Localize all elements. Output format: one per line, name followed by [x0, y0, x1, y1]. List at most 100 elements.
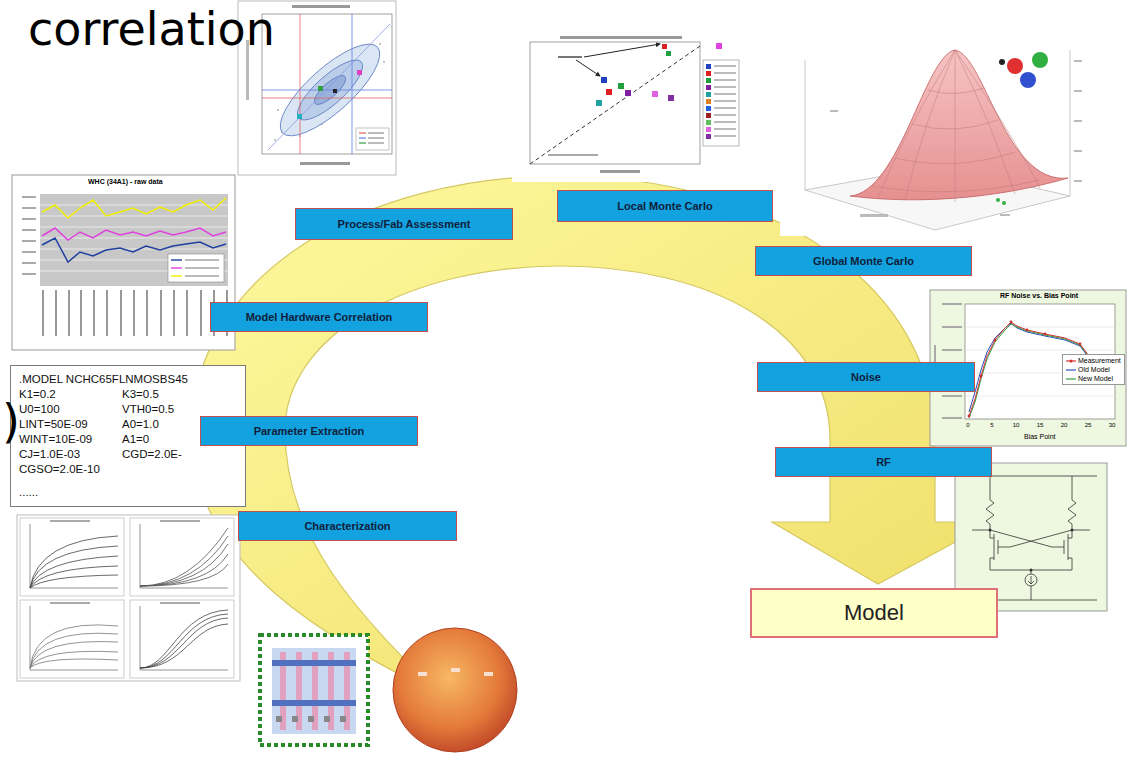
model-card-line: ...... [19, 485, 188, 500]
iv-curves-thumbnail [20, 518, 124, 596]
matching-thumbnail [618, 83, 624, 89]
model-card-line: K1=0.2 [19, 387, 106, 402]
step-box: Parameter Extraction [200, 416, 418, 446]
matching-thumbnail [706, 71, 711, 76]
matching-thumbnail [714, 128, 736, 130]
legend-text: New Model [1078, 374, 1113, 383]
iv-curves-thumbnail [17, 515, 240, 681]
matching-thumbnail [706, 127, 711, 132]
matching-thumbnail [662, 44, 667, 49]
matching-thumbnail [714, 107, 736, 109]
line-chart-thumbnail [185, 259, 219, 261]
iv-curves-thumbnail [140, 564, 228, 586]
line-chart-thumbnail [185, 267, 219, 269]
matching-thumbnail [706, 92, 711, 97]
legend-row: New Model [1066, 374, 1121, 383]
iv-curves-thumbnail [140, 524, 228, 588]
slide-text: ) [2, 398, 20, 444]
legend-sample [1066, 367, 1076, 373]
gaussian-thumbnail [905, 50, 955, 200]
model-card-line: LINT=50E-09 [19, 417, 106, 432]
model-card-line: CGSO=2.0E-10 [19, 462, 106, 477]
layout-thumbnail [272, 660, 356, 666]
iv-curves-thumbnail [17, 515, 240, 681]
step-box: Local Monte Carlo [557, 190, 773, 222]
step-box: RF [775, 447, 992, 477]
iv-curves-thumbnail [50, 520, 90, 522]
matching-thumbnail [714, 114, 736, 116]
scatter-thumbnail [368, 132, 384, 144]
layout-thumbnail [260, 635, 368, 745]
step-box: Noise [757, 362, 975, 392]
legend-sample [1066, 378, 1076, 379]
scatter-thumbnail [368, 132, 384, 134]
line-chart-thumbnail [171, 275, 182, 276]
line-chart-thumbnail [22, 251, 36, 253]
matching-thumbnail [714, 86, 736, 88]
gaussian-thumbnail [1074, 180, 1082, 182]
wafer-map [393, 628, 517, 752]
iv-curves-thumbnail [30, 651, 118, 668]
scatter-thumbnail [359, 142, 366, 143]
iv-curves-thumbnail [130, 518, 234, 596]
noise-chart-thumbnail [965, 327, 1115, 328]
line-chart-thumbnail [40, 249, 228, 250]
matching-thumbnail [714, 135, 736, 137]
layout-thumbnail [272, 700, 356, 706]
matching-thumbnail [706, 120, 711, 125]
line-chart-thumbnail [40, 194, 228, 286]
matching-thumbnail [584, 44, 660, 57]
line-chart-thumbnail [40, 216, 228, 217]
line-chart-thumbnail [93, 290, 95, 336]
iv-curves-thumbnail [160, 520, 200, 522]
iv-curves-thumbnail [30, 536, 118, 588]
gaussian-thumbnail [860, 214, 888, 217]
iv-curves-thumbnail [140, 544, 228, 586]
circuit-thumbnail [986, 476, 1010, 570]
noise-chart-thumbnail [942, 417, 962, 419]
gaussian-thumbnail [928, 88, 984, 94]
line-chart-thumbnail [186, 290, 188, 336]
line-chart-thumbnail [22, 196, 36, 275]
layout-thumbnail [272, 660, 356, 706]
scatter-thumbnail [262, 14, 392, 154]
matching-thumbnail [714, 121, 736, 123]
line-chart-thumbnail [42, 198, 226, 218]
gaussian-thumbnail [872, 180, 1040, 192]
scatter-thumbnail [357, 70, 362, 75]
scatter-thumbnail [318, 86, 323, 91]
step-label: RF [876, 456, 891, 468]
matching-thumbnail [714, 65, 736, 137]
model-card-line: VTH0=0.5 [122, 402, 188, 417]
iv-curves-thumbnail [30, 536, 118, 588]
iv-curves-thumbnail [130, 600, 234, 678]
slide-text: correlation [28, 6, 275, 52]
gaussian-thumbnail [1070, 50, 1071, 196]
scatter-thumbnail [359, 133, 366, 143]
matching-thumbnail [703, 60, 739, 146]
gaussian-thumbnail [780, 34, 1090, 236]
noise-chart-thumbnail [942, 349, 962, 351]
line-chart-thumbnail [40, 238, 228, 239]
matching-thumbnail [714, 79, 736, 81]
iv-curves-thumbnail [30, 659, 118, 668]
axis-tick: 20 [1054, 422, 1074, 428]
iv-curves-thumbnail [140, 610, 228, 668]
matching-thumbnail [600, 170, 640, 173]
gaussian-thumbnail [1020, 72, 1036, 88]
layout-thumbnail [276, 716, 282, 722]
wafer-map [451, 668, 460, 672]
matching-thumbnail [668, 95, 674, 101]
iv-curves-thumbnail [50, 602, 90, 604]
circuit-thumbnail [1052, 476, 1076, 570]
step-label: Parameter Extraction [254, 425, 365, 437]
scatter-thumbnail [262, 90, 392, 91]
matching-thumbnail [706, 134, 711, 139]
gaussian-thumbnail [1074, 60, 1082, 62]
noise-chart-thumbnail [1010, 321, 1013, 324]
noise-chart-thumbnail [942, 326, 962, 328]
layout-thumbnail [340, 716, 346, 722]
matching-thumbnail [512, 34, 740, 182]
circuit-thumbnail [1028, 576, 1034, 600]
